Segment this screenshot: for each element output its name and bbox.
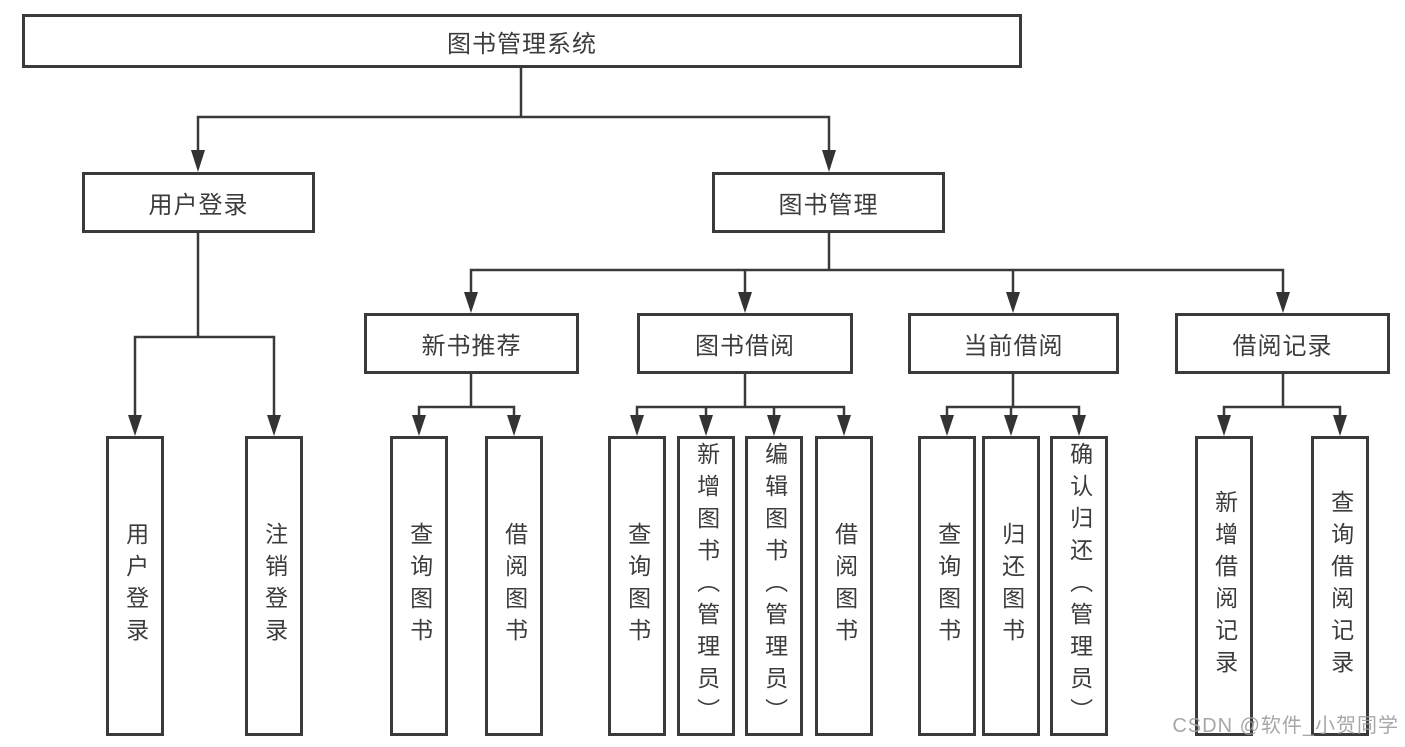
leaf-query-borrow-record: 查询借阅记录: [1311, 436, 1369, 736]
arrowhead-icon: [128, 415, 142, 436]
node-user-login: 用户登录: [82, 172, 315, 233]
node-library-system: 图书管理系统: [22, 14, 1022, 68]
node-book-management: 图书管理: [712, 172, 945, 233]
node-label: 借阅记录: [1232, 333, 1333, 360]
leaf-borrow-books-recommend: 借阅图书: [485, 436, 543, 736]
leaf-label: 新增图书（管理员）: [693, 442, 720, 730]
connector-user-login-branch: [133, 230, 276, 418]
leaf-label: 编辑图书（管理员）: [761, 442, 788, 730]
leaf-add-borrow-record: 新增借阅记录: [1195, 436, 1253, 736]
leaf-label: 查询借阅记录: [1327, 490, 1354, 682]
connector-root-to-level2: [196, 66, 831, 154]
leaf-add-books-admin: 新增图书（管理员）: [677, 436, 735, 736]
node-label: 新书推荐: [421, 333, 522, 360]
arrowhead-icon: [267, 415, 281, 436]
connector-new-book-branch: [417, 372, 516, 418]
arrowhead-icon: [507, 415, 521, 436]
arrowhead-icon: [837, 415, 851, 436]
connector-book-borrow-branch: [635, 372, 846, 418]
arrowhead-icon: [1333, 415, 1347, 436]
node-book-borrow: 图书借阅: [637, 313, 853, 374]
arrowhead-icon: [464, 292, 478, 313]
leaf-label: 确认归还（管理员）: [1066, 442, 1093, 730]
leaf-query-books-current: 查询图书: [918, 436, 976, 736]
leaf-label: 查询图书: [624, 522, 651, 650]
arrowhead-icon: [738, 292, 752, 313]
leaf-edit-books-admin: 编辑图书（管理员）: [745, 436, 803, 736]
node-label: 当前借阅: [963, 333, 1064, 360]
node-label: 用户登录: [148, 192, 249, 219]
leaf-label: 注销登录: [261, 522, 288, 650]
arrowhead-icon: [1217, 415, 1231, 436]
arrowhead-icon: [1006, 292, 1020, 313]
node-label: 图书借阅: [695, 333, 795, 360]
leaf-logout: 注销登录: [245, 436, 303, 736]
arrowhead-icon: [191, 150, 205, 172]
arrowhead-icon: [1276, 292, 1290, 313]
arrowhead-icon: [822, 150, 836, 172]
leaf-confirm-return-admin: 确认归还（管理员）: [1050, 436, 1108, 736]
leaf-label: 借阅图书: [501, 522, 528, 650]
leaf-label: 归还图书: [998, 522, 1025, 650]
arrowhead-icon: [940, 415, 954, 436]
node-label: 图书管理系统: [447, 30, 597, 58]
arrowhead-icon: [699, 415, 713, 436]
leaf-label: 查询图书: [406, 522, 433, 650]
leaf-user-login: 用户登录: [106, 436, 164, 736]
node-label: 图书管理: [778, 192, 879, 219]
node-new-book-recommend: 新书推荐: [364, 313, 579, 374]
node-borrow-record: 借阅记录: [1175, 313, 1390, 374]
arrowhead-icon: [1004, 415, 1018, 436]
arrowhead-icon: [630, 415, 644, 436]
connector-borrow-record-branch: [1222, 372, 1342, 418]
watermark: CSDN @软件_小贺同学: [1172, 715, 1399, 737]
leaf-query-books-recommend: 查询图书: [390, 436, 448, 736]
leaf-borrow-books: 借阅图书: [815, 436, 873, 736]
arrowhead-icon: [767, 415, 781, 436]
leaf-label: 用户登录: [122, 522, 149, 650]
arrowhead-icon: [1072, 415, 1086, 436]
leaf-return-books: 归还图书: [982, 436, 1040, 736]
leaf-label: 查询图书: [934, 522, 961, 650]
leaf-label: 借阅图书: [831, 522, 858, 650]
leaf-query-books-borrow: 查询图书: [608, 436, 666, 736]
leaf-label: 新增借阅记录: [1211, 490, 1238, 682]
node-current-borrow: 当前借阅: [908, 313, 1119, 374]
connector-current-borrow-branch: [945, 372, 1081, 418]
arrowhead-icon: [412, 415, 426, 436]
connector-book-mgmt-branch: [469, 230, 1285, 295]
